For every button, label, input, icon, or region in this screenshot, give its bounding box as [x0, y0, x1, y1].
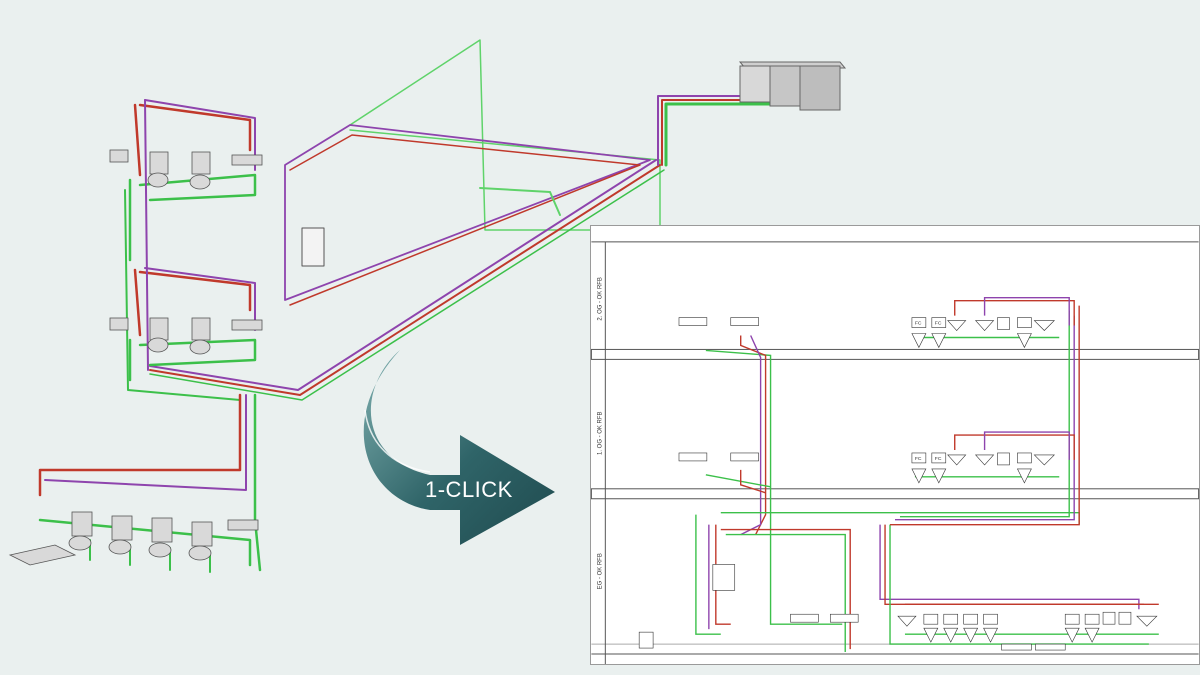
- one-click-label: 1-CLICK: [425, 477, 513, 502]
- pipe-green-riser: [664, 102, 792, 167]
- pipe-green-ceiling-2: [349, 129, 661, 226]
- floor-label-2og: 2. OG - OK RFB: [597, 277, 603, 320]
- toilet-fixtures-middle: [109, 317, 263, 355]
- floor-label-1og: 1. OG - OK RFB: [597, 411, 603, 454]
- fixtures-eg: [638, 564, 1158, 651]
- pipe-purple-riser: [657, 95, 761, 166]
- pipe-purple-trunk: [149, 159, 657, 391]
- pipe-red-trunk: [149, 164, 661, 396]
- one-click-arrow: [355, 350, 560, 550]
- pipe-green-ceiling: [349, 39, 591, 231]
- pipe-green-lower-branch: [89, 539, 211, 573]
- pipe-red-upper: [133, 103, 252, 177]
- toilet-fixtures-upper: [109, 149, 263, 190]
- pipe-purple-wall: [284, 124, 651, 301]
- pipe-purple-middle: [144, 267, 256, 331]
- pipe-purple-upper: [144, 99, 256, 171]
- pipe-green-fittings: [479, 187, 561, 216]
- svg-text:FC: FC: [935, 456, 942, 462]
- pipe-red-lower: [38, 393, 242, 497]
- pipe-green-upper: [128, 173, 257, 262]
- fixtures-2og: FC FC: [678, 317, 1055, 349]
- floor-label-eg: EG - OK RFB: [597, 553, 603, 589]
- distribution-box: [301, 227, 325, 267]
- arrow-shape: [363, 350, 555, 545]
- pipe-purple-left-riser: [144, 99, 149, 371]
- pipe-red-wall: [289, 134, 641, 306]
- pipe-red-riser: [661, 99, 771, 166]
- svg-text:FC: FC: [935, 321, 942, 327]
- riser-schematic: 2. OG - OK RFB 1. OG - OK RFB EG - OK RF…: [590, 225, 1200, 665]
- pipe-red-middle: [133, 268, 252, 337]
- pipe-green-left-riser: [124, 189, 241, 401]
- svg-text:FC: FC: [915, 456, 922, 462]
- svg-text:FC: FC: [915, 321, 922, 327]
- pipe-purple-lower: [44, 394, 247, 491]
- heating-unit: [738, 61, 847, 111]
- fixtures-1og: FC FC: [678, 452, 1055, 484]
- toilet-fixtures-lower: [8, 511, 259, 566]
- pipe-green-trunk: [149, 169, 665, 401]
